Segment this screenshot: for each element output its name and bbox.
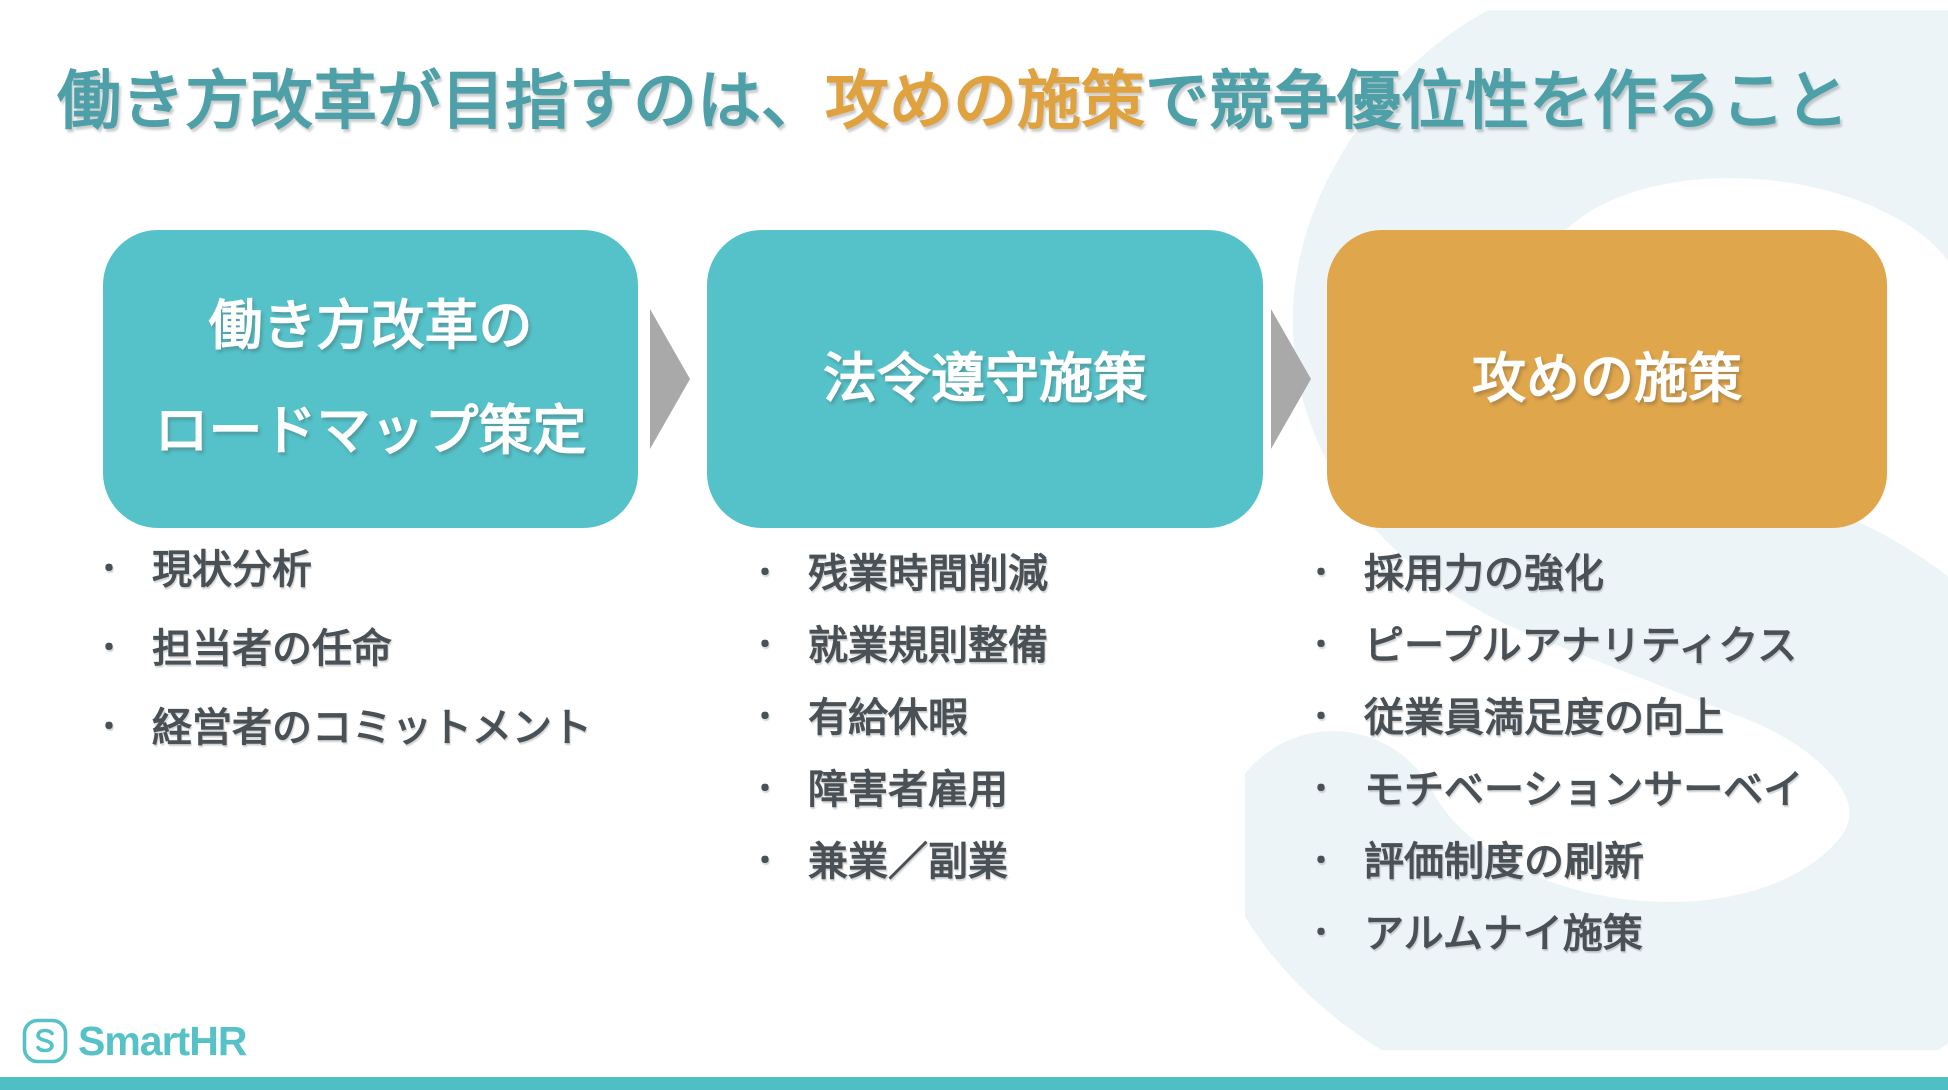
list-item: ・ 就業規則整備	[750, 622, 1048, 670]
list-item-label: 有給休暇	[808, 696, 968, 740]
list-item: ・ 従業員満足度の向上	[1306, 694, 1803, 742]
step-box-offense-label: 攻めの施策	[1472, 327, 1742, 432]
step-box-roadmap-line1: 働き方改革の	[208, 296, 533, 356]
list-item: ・ 経営者のコミットメント	[94, 704, 592, 752]
compliance-bullet-list: ・ 残業時間削減 ・ 就業規則整備 ・ 有給休暇 ・ 障害者雇用 ・ 兼業／副業	[750, 550, 1048, 910]
offense-bullet-list: ・ 採用力の強化 ・ ピープルアナリティクス ・ 従業員満足度の向上 ・ モチベ…	[1306, 550, 1803, 982]
flow-arrow-icon	[650, 309, 690, 449]
roadmap-bullet-list: ・ 現状分析 ・ 担当者の任命 ・ 経営者のコミットメント	[94, 546, 592, 783]
bullet-icon: ・	[1306, 773, 1336, 806]
list-item-label: 現状分析	[152, 548, 312, 592]
bottom-accent-bar	[0, 1077, 1948, 1090]
list-item: ・ 評価制度の刷新	[1306, 838, 1803, 886]
smarthr-logo-text: SmartHR	[78, 1018, 247, 1064]
page-title: 働き方改革が目指すのは、攻めの施策で競争優位性を作ること	[57, 50, 1849, 142]
smarthr-logo: SmartHR	[22, 1018, 247, 1064]
bullet-icon: ・	[1306, 845, 1336, 878]
list-item-label: 評価制度の刷新	[1364, 840, 1644, 884]
list-item-label: 従業員満足度の向上	[1364, 696, 1724, 740]
list-item: ・ 採用力の強化	[1306, 550, 1803, 598]
bullet-icon: ・	[1306, 557, 1336, 590]
step-box-roadmap: 働き方改革の ロードマップ策定	[103, 230, 638, 528]
step-box-compliance-line1: 法令遵守施策	[823, 348, 1147, 409]
bullet-icon: ・	[94, 553, 124, 586]
list-item: ・ モチベーションサーベイ	[1306, 766, 1803, 814]
list-item: ・ 現状分析	[94, 546, 592, 594]
bullet-icon: ・	[1306, 701, 1336, 734]
list-item-label: 採用力の強化	[1364, 552, 1604, 596]
bullet-icon: ・	[750, 701, 780, 734]
step-box-offense-line1: 攻めの施策	[1472, 348, 1742, 409]
title-highlight: 攻めの施策	[825, 65, 1145, 137]
step-box-compliance-label: 法令遵守施策	[823, 327, 1147, 432]
list-item-label: 障害者雇用	[808, 768, 1008, 812]
list-item-label: アルムナイ施策	[1364, 912, 1643, 956]
list-item-label: 就業規則整備	[808, 624, 1048, 668]
step-box-roadmap-line2: ロードマップ策定	[154, 401, 587, 461]
list-item: ・ アルムナイ施策	[1306, 910, 1803, 958]
bullet-icon: ・	[94, 632, 124, 665]
title-part-2: で競争優位性を作ること	[1145, 65, 1849, 137]
list-item: ・ 有給休暇	[750, 694, 1048, 742]
list-item: ・ ピープルアナリティクス	[1306, 622, 1803, 670]
list-item-label: 担当者の任命	[152, 627, 392, 671]
bullet-icon: ・	[750, 773, 780, 806]
list-item-label: モチベーションサーベイ	[1364, 768, 1804, 812]
bullet-icon: ・	[750, 629, 780, 662]
title-part-1: 働き方改革が目指すのは、	[57, 65, 825, 137]
list-item-label: ピープルアナリティクス	[1364, 624, 1798, 668]
list-item: ・ 担当者の任命	[94, 625, 592, 673]
list-item-label: 兼業／副業	[808, 840, 1008, 884]
flow-arrow-icon	[1271, 309, 1311, 449]
bullet-icon: ・	[750, 557, 780, 590]
list-item: ・ 兼業／副業	[750, 838, 1048, 886]
bullet-icon: ・	[1306, 629, 1336, 662]
list-item-label: 残業時間削減	[808, 552, 1048, 596]
step-box-offense: 攻めの施策	[1327, 230, 1887, 528]
smarthr-watermark-icon	[1245, 10, 1948, 1050]
smarthr-logo-mark-icon	[22, 1018, 68, 1064]
list-item: ・ 障害者雇用	[750, 766, 1048, 814]
bullet-icon: ・	[94, 711, 124, 744]
step-box-compliance: 法令遵守施策	[707, 230, 1263, 528]
bullet-icon: ・	[1306, 917, 1336, 950]
step-box-roadmap-label: 働き方改革の ロードマップ策定	[155, 274, 587, 484]
list-item-label: 経営者のコミットメント	[152, 706, 592, 750]
list-item: ・ 残業時間削減	[750, 550, 1048, 598]
bullet-icon: ・	[750, 845, 780, 878]
